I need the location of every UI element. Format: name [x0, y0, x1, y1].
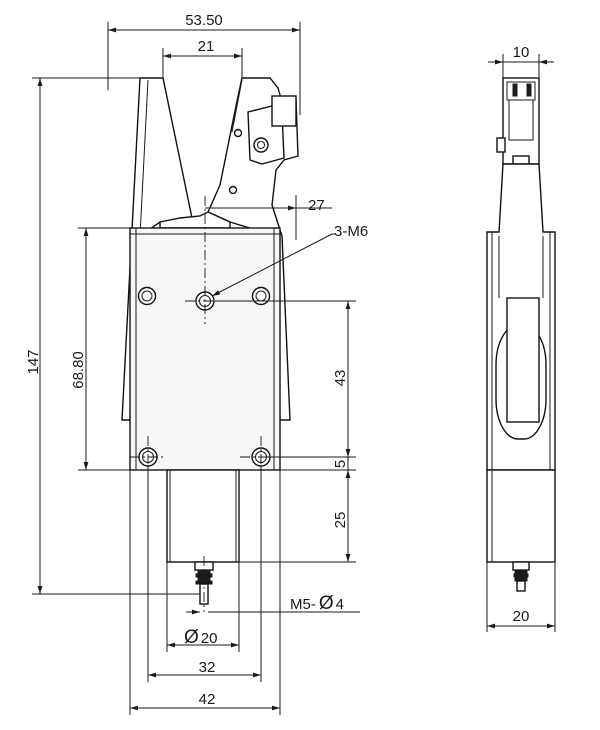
side-view: 10 20	[486, 44, 556, 632]
side-air-fitting	[512, 561, 530, 592]
roller-pin	[253, 137, 269, 153]
dim-hole-spacing-vertical: 43	[332, 370, 349, 387]
dim-hole-spacing-horizontal: 32	[199, 659, 216, 676]
side-jaw-top	[502, 77, 540, 165]
dim-side-jaw-thickness: 10	[513, 44, 530, 61]
dim-jaw-gap: 21	[198, 38, 215, 55]
front-view: 53.50 21 27 3-M6 147 68.80 43 5	[25, 12, 368, 715]
dim-hole-to-bottom: 5	[332, 460, 349, 468]
dim-jaw-offset: 27	[308, 197, 325, 214]
dim-body-height: 68.80	[70, 351, 87, 389]
body-hole-top-right	[251, 286, 271, 306]
dim-total-height: 147	[25, 349, 42, 374]
dim-thread: 3-M6	[334, 223, 368, 240]
dim-cylinder-length: 25	[332, 512, 349, 529]
dim-side-body-thickness: 20	[513, 608, 530, 625]
body-hole-top-left	[137, 286, 157, 306]
dim-width-jaws: 53.50	[185, 12, 223, 29]
cylinder	[166, 469, 240, 563]
dim-body-width: 42	[199, 691, 216, 708]
side-body-lower	[486, 469, 556, 563]
